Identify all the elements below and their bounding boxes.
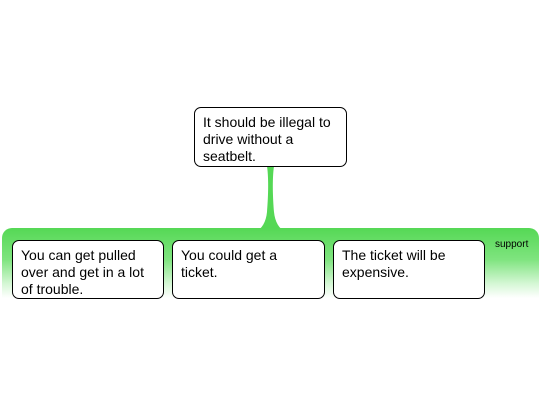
claim-text: It should be illegal to drive without a … bbox=[203, 114, 331, 164]
reason-box-2[interactable]: You could get a ticket. bbox=[172, 240, 325, 299]
connector-shape bbox=[255, 166, 286, 232]
reason-box-3[interactable]: The ticket will be expensive. bbox=[333, 240, 485, 299]
reason-text-2: You could get a ticket. bbox=[181, 247, 278, 280]
reason-box-1[interactable]: You can get pulled over and get in a lot… bbox=[12, 240, 164, 299]
reason-text-1: You can get pulled over and get in a lot… bbox=[21, 247, 144, 297]
claim-box[interactable]: It should be illegal to drive without a … bbox=[194, 107, 347, 167]
reason-text-3: The ticket will be expensive. bbox=[342, 247, 446, 280]
support-label: support bbox=[495, 239, 529, 250]
